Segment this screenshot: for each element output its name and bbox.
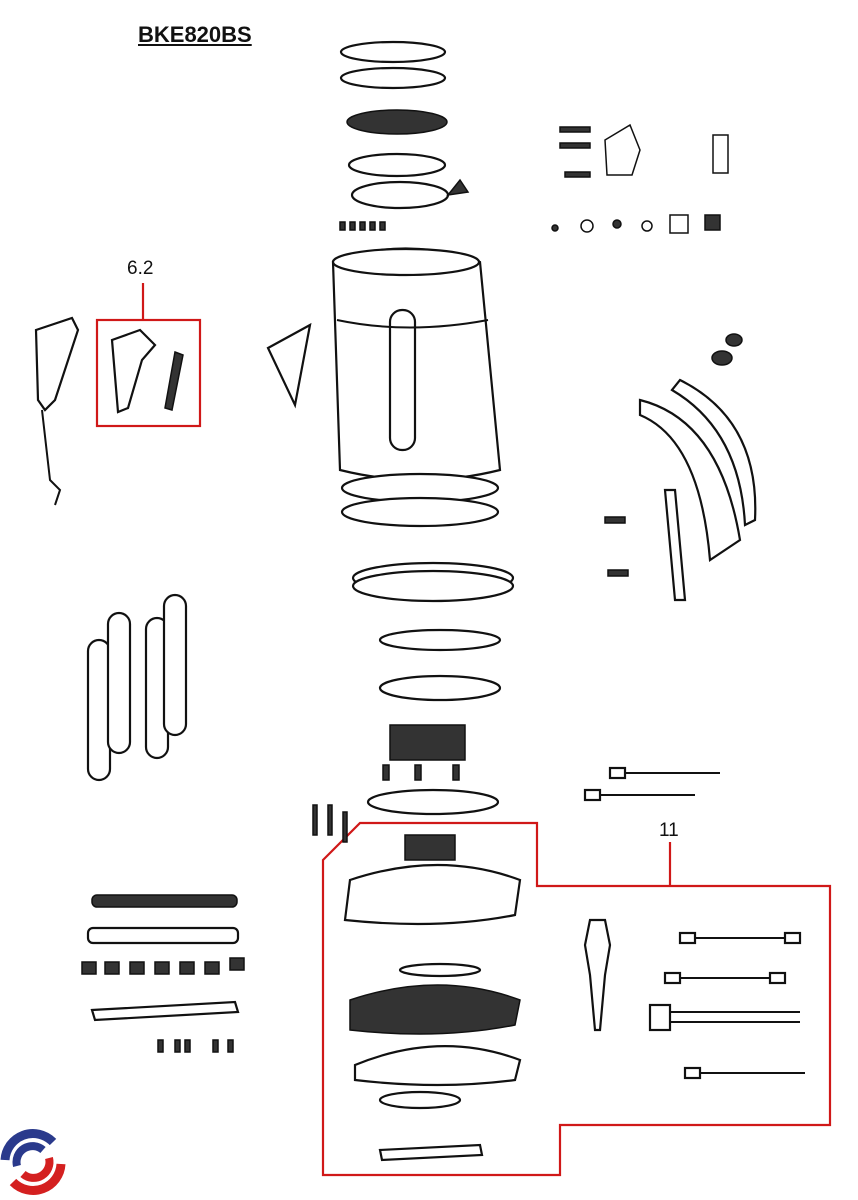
spout-filter: [266, 322, 312, 409]
kettle-body: [331, 247, 502, 528]
handle-frame: [34, 316, 80, 506]
cord-parts: [583, 766, 720, 802]
brand-logo: [0, 1129, 66, 1195]
callout-label-11: 11: [659, 820, 679, 841]
callout-label-6-2: 6.2: [127, 258, 154, 279]
handle-cover-parts: [604, 333, 757, 602]
control-buttons: [81, 894, 245, 1053]
switch-small-parts: [551, 123, 729, 234]
gasket-rings: [86, 593, 188, 782]
lid-parts: [339, 40, 470, 231]
base-plate-stack: [312, 561, 515, 843]
base-and-power-cord-assembly: [343, 834, 805, 1162]
model-title: BKE820BS: [138, 22, 252, 47]
callout-6-2-highlight: [95, 283, 202, 428]
callout-11-highlight: [321, 821, 832, 1177]
handle-trim-parts: [110, 328, 184, 414]
